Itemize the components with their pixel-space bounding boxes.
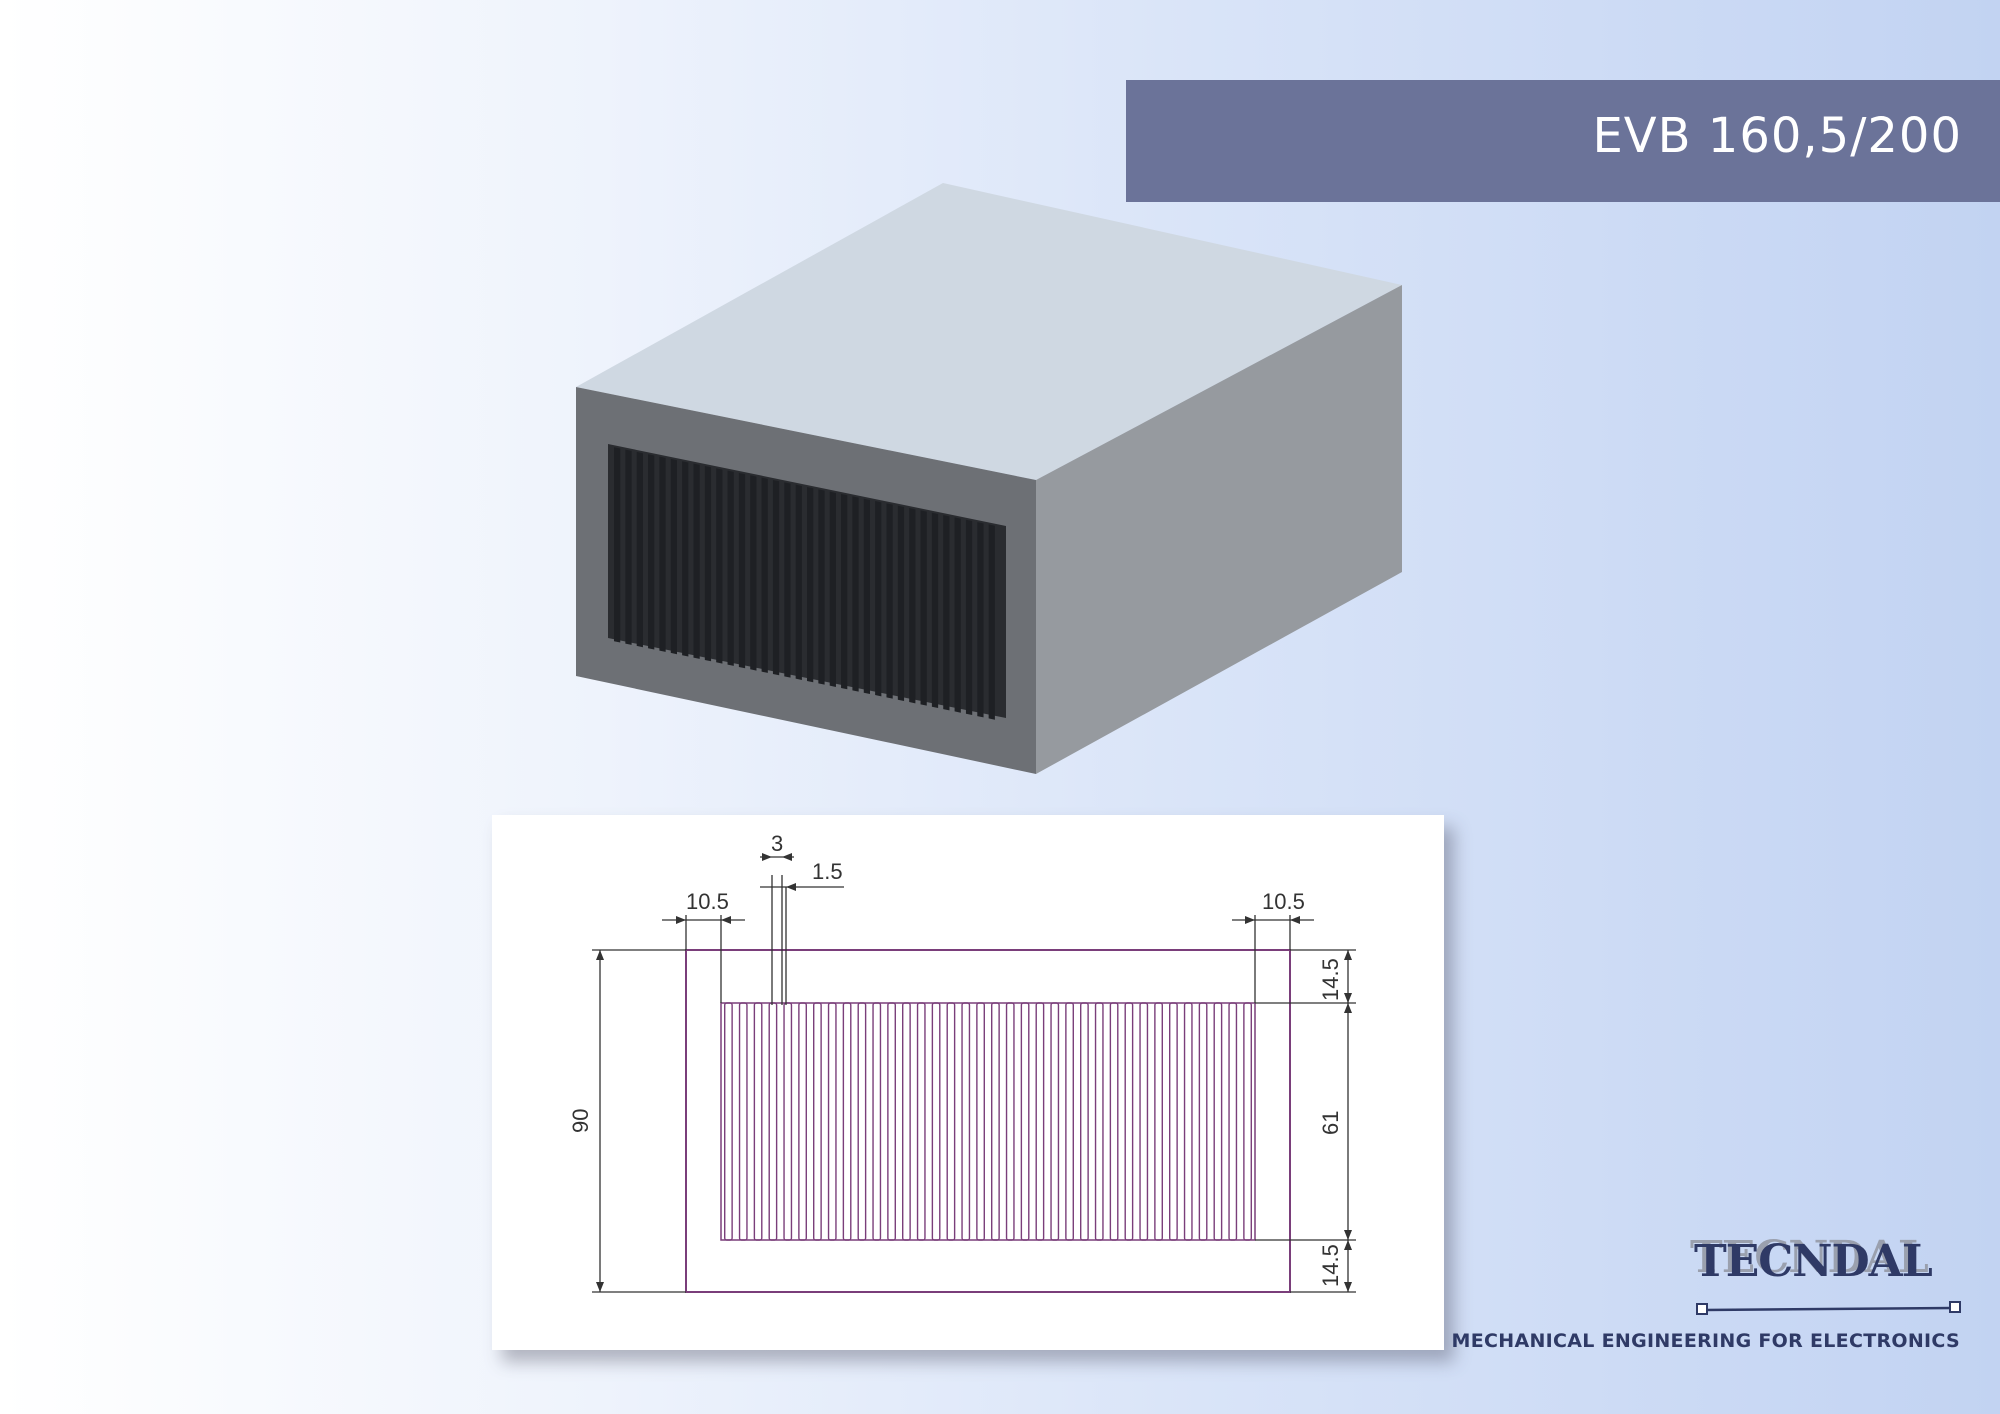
fin-profile <box>768 1002 778 1241</box>
fin-profile <box>887 1002 896 1241</box>
fin-profile <box>916 1002 926 1241</box>
fin-profile <box>783 1002 793 1241</box>
fin-3d <box>659 456 666 652</box>
fin-3d <box>648 454 655 650</box>
brand-logo-graphic <box>1696 1301 1961 1315</box>
fin-profile <box>842 1002 852 1241</box>
fin-profile <box>1094 1002 1104 1241</box>
profile-fins <box>724 1002 1252 1241</box>
fin-3d <box>909 508 916 704</box>
fin-profile <box>1139 1002 1149 1241</box>
fin-3d <box>897 505 905 701</box>
fin-3d <box>920 510 927 706</box>
fin-profile <box>872 1002 882 1241</box>
fin-3d <box>693 463 700 659</box>
fin-profile <box>1154 1002 1163 1241</box>
fin-profile <box>931 1002 941 1241</box>
fin-profile <box>961 1002 971 1241</box>
fin-profile <box>946 1002 956 1241</box>
fin-profile <box>1050 1002 1060 1241</box>
dim-fin-thickness: 1.5 <box>812 859 843 884</box>
fin-profile <box>976 1002 985 1241</box>
fin-profile <box>1020 1002 1030 1241</box>
fin-3d <box>886 503 893 699</box>
fin-3d <box>795 484 802 680</box>
fin-3d <box>738 472 746 669</box>
title-banner: EVB 160,5/200 <box>1126 80 2000 202</box>
heatsink-top-face <box>576 183 1402 480</box>
technical-drawing-panel: 3 1.5 10.5 10.5 90 14.5 61 14.5 <box>492 815 1444 1350</box>
fin-profile <box>1065 1002 1074 1241</box>
fin-profile <box>1035 1002 1045 1241</box>
fin-profile <box>1169 1002 1178 1241</box>
fin-profile <box>1005 1002 1015 1241</box>
fin-area-outline <box>720 1002 1256 1241</box>
fin-profile <box>738 1002 748 1241</box>
fin-profile <box>1124 1002 1134 1241</box>
logo-underline-end-left <box>1696 1303 1708 1315</box>
dim-fin-pitch: 3 <box>771 831 783 856</box>
heatsink-3d-render <box>576 183 1402 774</box>
fin-3d <box>852 496 859 692</box>
dimension-lines <box>592 856 1356 1293</box>
fin-profile <box>1228 1002 1238 1241</box>
product-title: EVB 160,5/200 <box>1592 108 1962 164</box>
fin-3d <box>818 489 825 685</box>
dim-bottom-wall: 14.5 <box>1318 1244 1343 1287</box>
dim-top-wall: 14.5 <box>1318 958 1343 1001</box>
fin-3d <box>965 519 973 716</box>
fin-profile <box>857 1002 867 1241</box>
fin-3d <box>841 494 848 690</box>
fin-profile <box>753 1002 763 1241</box>
dim-fin-height: 61 <box>1318 1111 1343 1135</box>
fin-3d <box>625 449 632 645</box>
fin-profile <box>1080 1002 1089 1241</box>
fin-profile <box>1198 1002 1208 1241</box>
fin-profile <box>798 1002 807 1241</box>
fin-profile <box>724 1002 733 1241</box>
fin-3d <box>772 479 780 676</box>
dim-right-margin: 10.5 <box>1262 889 1305 914</box>
fin-3d <box>875 501 882 697</box>
heatsink-fins <box>614 447 995 720</box>
technical-drawing: 3 1.5 10.5 10.5 90 14.5 61 14.5 <box>568 831 1356 1293</box>
fin-3d <box>716 468 723 664</box>
dimension-arrows <box>596 853 1352 1292</box>
brand-tagline: MECHANICAL ENGINEERING FOR ELECTRONICS <box>1451 1330 1960 1352</box>
fin-3d <box>704 465 712 662</box>
fin-profile <box>1183 1002 1193 1241</box>
fin-3d <box>614 447 621 643</box>
fin-profile <box>827 1002 837 1241</box>
fin-profile <box>991 1002 1000 1241</box>
fin-3d <box>977 522 984 718</box>
fin-profile <box>1243 1002 1252 1241</box>
fin-3d <box>761 477 768 673</box>
fin-3d <box>670 458 678 655</box>
fin-3d <box>750 475 757 671</box>
fin-3d <box>784 482 791 678</box>
fin-3d <box>727 470 734 666</box>
profile-outer-rect <box>685 949 1291 1293</box>
logo-underline-end-right <box>1949 1301 1961 1313</box>
fin-3d <box>954 517 961 713</box>
fin-profile <box>1109 1002 1119 1241</box>
brand-logo-text: TECNDAL <box>1694 1236 1933 1287</box>
fin-3d <box>931 512 939 709</box>
fin-profile <box>813 1002 822 1241</box>
fin-3d <box>636 451 643 648</box>
dim-left-margin: 10.5 <box>686 889 729 914</box>
heatsink-side-face <box>1036 285 1402 774</box>
dim-total-height: 90 <box>568 1109 593 1133</box>
fin-3d <box>682 461 689 657</box>
fin-3d <box>807 487 814 683</box>
fin-3d <box>988 524 995 720</box>
fin-profile <box>902 1002 911 1241</box>
fin-3d <box>943 515 950 711</box>
fin-3d <box>863 498 871 694</box>
fin-3d <box>829 491 836 687</box>
logo-underline <box>1703 1306 1953 1312</box>
fin-profile <box>1213 1002 1223 1241</box>
